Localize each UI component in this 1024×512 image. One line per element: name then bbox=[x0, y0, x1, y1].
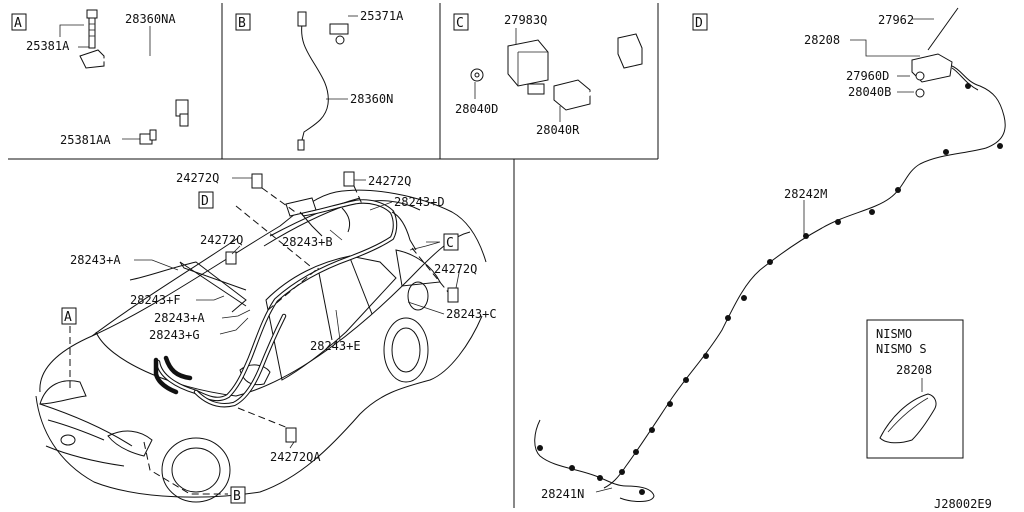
bolt-25381A bbox=[86, 9, 98, 49]
svg-text:C: C bbox=[456, 16, 464, 31]
antenna-feeder-28241N bbox=[534, 419, 655, 502]
bolt-25381AA bbox=[139, 129, 157, 145]
panel-c-tag: C bbox=[453, 13, 469, 31]
antenna-feeder-28242M bbox=[603, 65, 1006, 489]
svg-text:C: C bbox=[446, 236, 454, 251]
svg-text:A: A bbox=[14, 16, 22, 31]
panel-a: A 25381A 28360NA 25381AA bbox=[11, 9, 189, 147]
svg-text:A: A bbox=[64, 310, 72, 325]
car-label-24272Q-4: 24272Q bbox=[434, 262, 477, 276]
panel-d-tag: D bbox=[692, 13, 708, 31]
part-label-25381AA: 25381AA bbox=[60, 133, 111, 147]
panel-borders bbox=[8, 3, 659, 508]
connector-28040R bbox=[553, 33, 643, 111]
ground-strap-28360NA bbox=[79, 49, 189, 127]
diagram-code: J28002E9 bbox=[934, 497, 992, 511]
svg-text:B: B bbox=[233, 489, 241, 504]
car-label-28243-E: 28243+E bbox=[310, 339, 361, 353]
panel-b-tag: B bbox=[235, 13, 251, 31]
car-callout-d: D bbox=[198, 191, 214, 209]
part-label-28360N: 28360N bbox=[350, 92, 393, 106]
car-label-28243-D: 28243+D bbox=[394, 195, 445, 209]
car-label-28243-A-2: 28243+A bbox=[154, 311, 205, 325]
panel-a-tag: A bbox=[11, 13, 27, 31]
part-label-27962: 27962 bbox=[878, 13, 914, 27]
part-label-25381A: 25381A bbox=[26, 39, 70, 53]
svg-text:D: D bbox=[695, 16, 703, 31]
part-label-28040D: 28040D bbox=[455, 102, 498, 116]
car-label-24272Q-1: 24272Q bbox=[176, 171, 219, 185]
car-label-28243-C: 28243+C bbox=[446, 307, 497, 321]
part-label-28360NA: 28360NA bbox=[125, 12, 176, 26]
roof-antenna-28208 bbox=[911, 7, 959, 98]
antenna-amplifier-27983Q bbox=[470, 39, 549, 95]
car-label-28243-B: 28243+B bbox=[282, 235, 333, 249]
car-illustration: D C A B 24272Q 24272Q 28243+D 24272Q 282… bbox=[35, 171, 497, 504]
nismo-variant-box: NISMO NISMO S 28208 bbox=[866, 319, 964, 459]
svg-text:B: B bbox=[238, 16, 246, 31]
part-label-28040R: 28040R bbox=[536, 123, 580, 137]
panel-c: C 27983Q 28040D 28040R bbox=[453, 13, 643, 137]
part-label-25371A: 25371A bbox=[360, 9, 404, 23]
svg-text:D: D bbox=[201, 194, 209, 209]
ground-wire-28360N bbox=[297, 11, 349, 151]
panel-d: D 27962 28208 27960D 28040B 28242M 28241… bbox=[534, 7, 1006, 502]
car-label-28243-A-1: 28243+A bbox=[70, 253, 121, 267]
panel-b: B 25371A 28360N bbox=[235, 9, 404, 151]
part-label-27983Q: 27983Q bbox=[504, 13, 547, 27]
part-label-28208-nismo: 28208 bbox=[896, 363, 932, 377]
car-label-24272Q-2: 24272Q bbox=[368, 174, 411, 188]
car-callout-c: C bbox=[443, 233, 459, 251]
car-label-28243-G: 28243+G bbox=[149, 328, 200, 342]
car-label-28243-F: 28243+F bbox=[130, 293, 181, 307]
nismo-s-label: NISMO S bbox=[876, 342, 927, 356]
car-callout-a: A bbox=[61, 307, 77, 325]
part-label-28242M: 28242M bbox=[784, 187, 827, 201]
part-label-28040B: 28040B bbox=[848, 85, 891, 99]
shark-fin-antenna-icon bbox=[879, 393, 937, 444]
part-label-28241N: 28241N bbox=[541, 487, 584, 501]
part-label-28208: 28208 bbox=[804, 33, 840, 47]
part-label-27960D: 27960D bbox=[846, 69, 889, 83]
car-label-24272QA: 24272QA bbox=[270, 450, 321, 464]
car-label-24272Q-3: 24272Q bbox=[200, 233, 243, 247]
nismo-label: NISMO bbox=[876, 327, 912, 341]
car-callout-b: B bbox=[230, 486, 246, 504]
